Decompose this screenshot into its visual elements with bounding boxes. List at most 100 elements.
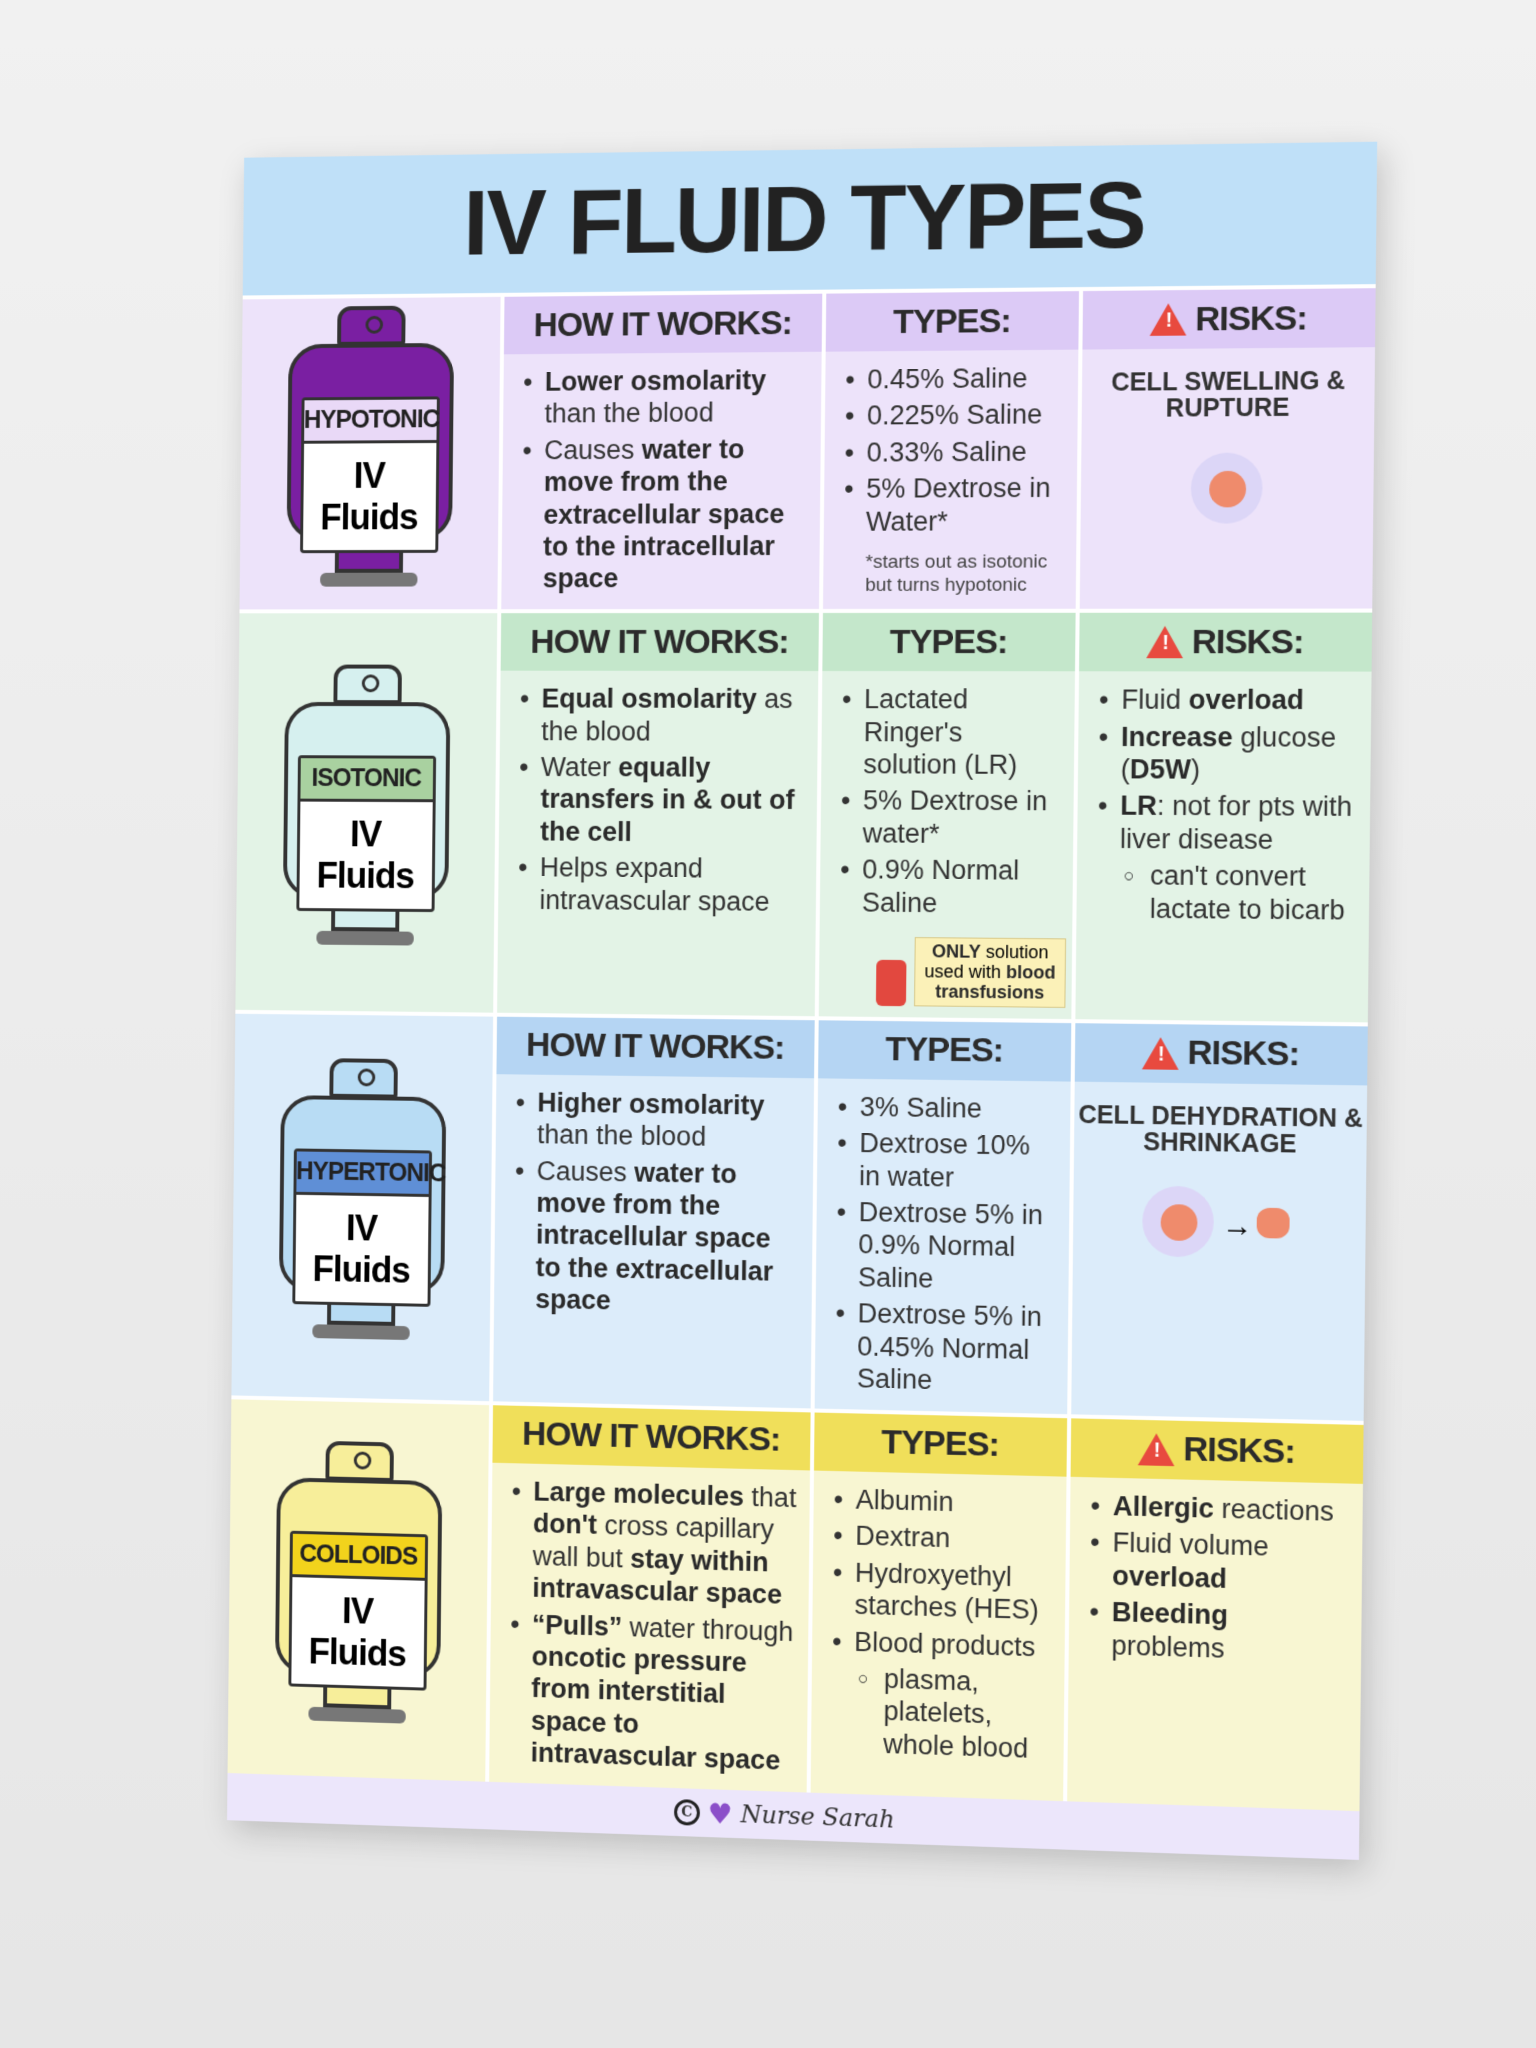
bullet-item: Higher osmolarity than the blood	[511, 1086, 802, 1155]
how-it-works-cell: HOW IT WORKS: Lower osmolarity than the …	[497, 294, 822, 610]
bold-text: overload	[1112, 1560, 1227, 1593]
text: Dextrose 5% in 0.9% Normal Saline	[858, 1197, 1043, 1293]
iv-bag-illustration: COLLOIDS IV Fluids	[274, 1440, 442, 1741]
row-hypertonic: HYPERTONIC IV Fluids HOW IT WORKS: Highe…	[231, 1010, 1367, 1421]
blood-transfusion-callout: ONLY solution used with blood transfusio…	[914, 937, 1066, 1008]
poster: IV FLUID TYPES HYPOTONIC IV Fluids HOW I…	[227, 142, 1377, 1860]
text: Water	[541, 752, 619, 782]
text: reactions	[1214, 1493, 1334, 1526]
how-it-works-cell: HOW IT WORKS: Large molecules that don't…	[485, 1405, 810, 1792]
types-header: TYPES:	[822, 613, 1075, 671]
bold-text: Large molecules	[533, 1477, 744, 1512]
text: than the blood	[537, 1120, 706, 1152]
bullet-item: LR: not for pts with liver disease	[1093, 790, 1358, 857]
warning-icon: !	[1142, 1037, 1179, 1070]
bullet-item: Causes water to move from the extracellu…	[517, 433, 809, 595]
text: Helps expand intravascular space	[539, 853, 769, 917]
text: Hydroxyethyl starches (HES)	[854, 1557, 1039, 1625]
risks-cell: !RISKS: Fluid overloadIncrease glucose (…	[1071, 613, 1372, 1022]
risk-heading: CELL DEHYDRATION & SHRINKAGE	[1074, 1102, 1367, 1159]
fluid-type-label: COLLOIDS	[292, 1534, 425, 1581]
bold-text: LR	[1120, 791, 1157, 821]
risks-header: !RISKS:	[1071, 1418, 1364, 1484]
text: 0.33% Saline	[866, 436, 1026, 467]
text: that	[744, 1482, 797, 1513]
types-note: *starts out as isotonic but turns hypoto…	[839, 551, 1064, 597]
risks-header-label: RISKS:	[1183, 1430, 1295, 1472]
bullet-item: 5% Dextrose in water*	[836, 785, 1061, 851]
text: Causes	[537, 1156, 635, 1187]
bullet-item: 0.33% Saline	[840, 435, 1065, 469]
risks-header: !RISKS:	[1079, 613, 1372, 672]
text: 3% Saline	[860, 1092, 983, 1124]
risks-header-label: RISKS:	[1191, 623, 1303, 663]
risks-header: !RISKS:	[1082, 288, 1375, 349]
bold-text: overload	[1189, 685, 1305, 716]
bullet-item: 3% Saline	[834, 1090, 1059, 1126]
bullet-item: Dextrose 5% in 0.45% Normal Saline	[831, 1297, 1056, 1399]
text: Lactated Ringer's solution (LR)	[863, 684, 1017, 780]
text: water through	[622, 1612, 794, 1647]
author-signature: Nurse Sarah	[740, 1800, 894, 1833]
bullet-item: Fluid overload	[1095, 684, 1359, 717]
types-header: TYPES:	[826, 291, 1079, 352]
types-cell: TYPES: Lactated Ringer's solution (LR)5%…	[815, 613, 1076, 1019]
how-it-works-cell: HOW IT WORKS: Equal osmolarity as the bl…	[493, 613, 819, 1016]
arrow-icon: →	[1222, 1210, 1253, 1245]
risks-cell: !RISKS: CELL DEHYDRATION & SHRINKAGE →	[1067, 1023, 1368, 1421]
iv-fluids-label: IV Fluids	[299, 801, 432, 909]
bold-text: D5W	[1130, 754, 1191, 785]
text: Dextrose 5% in 0.45% Normal Saline	[857, 1299, 1042, 1396]
text: Dextran	[855, 1521, 950, 1554]
warning-icon: !	[1147, 626, 1184, 658]
bullet-item: Lactated Ringer's solution (LR)	[837, 683, 1063, 781]
bag-cell: HYPERTONIC IV Fluids	[231, 1014, 493, 1401]
how-it-works-header: HOW IT WORKS:	[501, 613, 819, 671]
heart-icon: ♥	[708, 1797, 733, 1831]
risks-cell: !RISKS: CELL SWELLING & RUPTURE	[1076, 288, 1376, 609]
bold-text: oncotic pressure from interstitial space…	[530, 1641, 780, 1775]
bold-text: Equal osmolarity	[541, 684, 757, 714]
text: Albumin	[856, 1485, 954, 1518]
warning-icon: !	[1138, 1433, 1175, 1466]
bullet-item: Causes water to move from the intracellu…	[510, 1154, 802, 1320]
bullet-item: Albumin	[830, 1483, 1055, 1521]
risks-header-label: RISKS:	[1195, 298, 1307, 339]
how-it-works-header: HOW IT WORKS:	[496, 1017, 814, 1079]
how-it-works-cell: HOW IT WORKS: Higher osmolarity than the…	[489, 1017, 815, 1409]
sub-bullet-item: can't convert lactate to bicarb	[1093, 859, 1358, 927]
bold-text: “Pulls”	[532, 1609, 622, 1641]
bold-text: ONLY	[932, 941, 981, 962]
row-isotonic: ISOTONIC IV Fluids HOW IT WORKS: Equal o…	[235, 609, 1372, 1022]
iv-fluids-label: IV Fluids	[291, 1577, 424, 1687]
text: 0.45% Saline	[867, 363, 1027, 394]
sub-bullet-item: plasma, platelets, whole blood	[827, 1661, 1052, 1766]
bag-cell: ISOTONIC IV Fluids	[235, 613, 497, 1012]
text: )	[1191, 754, 1201, 784]
types-cell: TYPES: 3% SalineDextrose 10% in waterDex…	[811, 1020, 1072, 1414]
bullet-item: Fluid volume overload	[1086, 1526, 1350, 1599]
text: Blood products	[854, 1626, 1036, 1661]
types-header: TYPES:	[818, 1020, 1071, 1081]
iv-bag-illustration: HYPERTONIC IV Fluids	[278, 1058, 446, 1357]
bullet-item: “Pulls” water through oncotic pressure f…	[505, 1607, 797, 1777]
bullet-item: 5% Dextrose in Water*	[840, 472, 1065, 538]
bold-text: don't	[533, 1509, 597, 1540]
bullet-item: Blood products	[828, 1625, 1053, 1664]
bullet-item: Dextrose 5% in 0.9% Normal Saline	[832, 1196, 1057, 1298]
risk-heading: CELL SWELLING & RUPTURE	[1082, 368, 1375, 423]
fluid-type-label: HYPERTONIC	[296, 1151, 429, 1197]
cell-illustration: →	[1142, 1176, 1296, 1270]
types-header: TYPES:	[814, 1412, 1067, 1476]
bullet-item: Hydroxyethyl starches (HES)	[828, 1556, 1053, 1627]
bold-text: Bleeding	[1112, 1597, 1229, 1631]
warning-icon: !	[1150, 303, 1187, 336]
bullet-item: 0.9% Normal Saline	[836, 853, 1061, 920]
bullet-item: 0.45% Saline	[841, 362, 1066, 396]
bullet-item: Water equally transfers in & out of the …	[514, 751, 805, 849]
text: than the blood	[544, 398, 713, 429]
bullet-item: Helps expand intravascular space	[514, 851, 805, 918]
bullet-item: Equal osmolarity as the blood	[516, 683, 807, 748]
bag-cell: COLLOIDS IV Fluids	[228, 1399, 490, 1781]
iv-fluids-label: IV Fluids	[295, 1195, 428, 1304]
